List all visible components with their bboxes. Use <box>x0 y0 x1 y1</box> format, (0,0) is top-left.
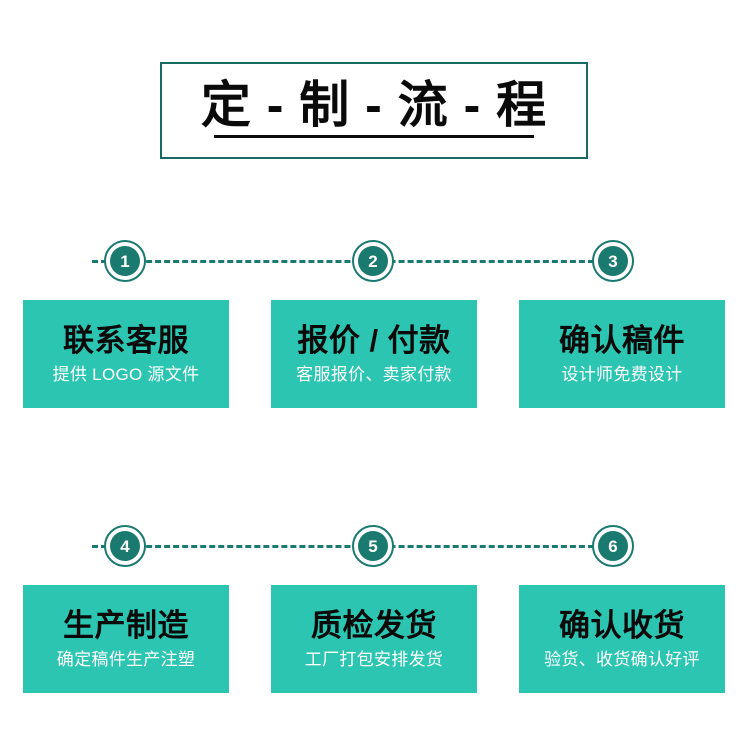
step-number-6: 6 <box>598 531 628 561</box>
step-card-1[interactable]: 联系客服 提供 LOGO 源文件 <box>23 300 229 408</box>
step-card-3[interactable]: 确认稿件 设计师免费设计 <box>519 300 725 408</box>
step-number-5: 5 <box>358 531 388 561</box>
step-connector-row-1: 1 2 3 <box>0 240 750 282</box>
step-card-subtitle-2: 客服报价、卖家付款 <box>296 364 452 384</box>
step-number-3: 3 <box>598 246 628 276</box>
step-badge-1[interactable]: 1 <box>104 240 146 282</box>
step-number-4: 4 <box>110 531 140 561</box>
step-number-1: 1 <box>110 246 140 276</box>
step-badge-2[interactable]: 2 <box>352 240 394 282</box>
step-badge-3[interactable]: 3 <box>592 240 634 282</box>
step-card-title-2: 报价 / 付款 <box>297 322 451 358</box>
step-card-subtitle-3: 设计师免费设计 <box>561 364 683 384</box>
step-card-4[interactable]: 生产制造 确定稿件生产注塑 <box>23 585 229 693</box>
step-card-6[interactable]: 确认收货 验货、收货确认好评 <box>519 585 725 693</box>
page-title: 定 - 制 - 流 - 程 <box>200 76 548 133</box>
page-title-box: 定 - 制 - 流 - 程 <box>160 62 588 159</box>
step-card-title-4: 生产制造 <box>63 607 189 643</box>
step-number-2: 2 <box>358 246 388 276</box>
page-title-inner: 定 - 制 - 流 - 程 <box>201 79 547 139</box>
step-card-subtitle-6: 验货、收货确认好评 <box>544 649 700 669</box>
step-card-title-6: 确认收货 <box>559 607 685 643</box>
title-underline <box>214 135 534 139</box>
step-badge-4[interactable]: 4 <box>104 525 146 567</box>
step-connector-row-2: 4 5 6 <box>0 525 750 567</box>
step-card-subtitle-4: 确定稿件生产注塑 <box>56 649 196 669</box>
step-card-title-5: 质检发货 <box>311 607 437 643</box>
step-card-subtitle-5: 工厂打包安排发货 <box>304 649 444 669</box>
step-card-2[interactable]: 报价 / 付款 客服报价、卖家付款 <box>271 300 477 408</box>
step-card-subtitle-1: 提供 LOGO 源文件 <box>52 364 200 384</box>
step-card-5[interactable]: 质检发货 工厂打包安排发货 <box>271 585 477 693</box>
step-card-title-3: 确认稿件 <box>559 322 685 358</box>
step-badge-6[interactable]: 6 <box>592 525 634 567</box>
step-card-title-1: 联系客服 <box>63 322 189 358</box>
step-badge-5[interactable]: 5 <box>352 525 394 567</box>
